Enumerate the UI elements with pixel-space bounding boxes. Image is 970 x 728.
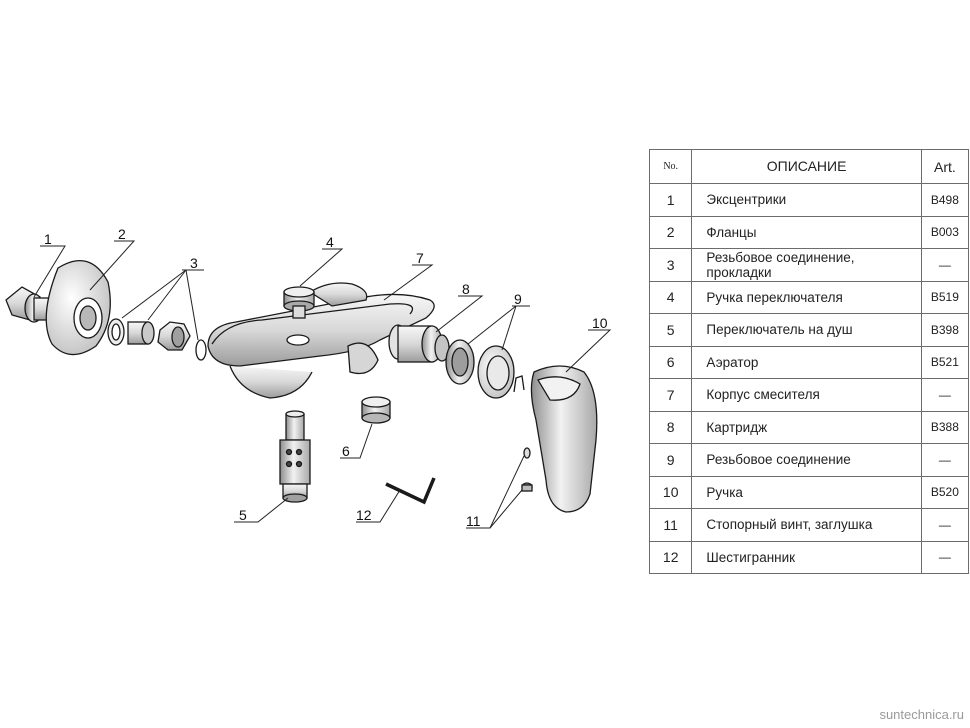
row-no: 4 (648, 280, 693, 314)
row-description: Корпус смесителя (691, 378, 922, 412)
row-art: B388 (920, 410, 970, 444)
row-no: 10 (648, 475, 693, 509)
callout-9: 9 (514, 291, 522, 307)
row-art: B398 (920, 313, 970, 347)
callout-8: 8 (462, 281, 470, 297)
callout-3: 3 (190, 255, 198, 271)
header-no: No. (648, 149, 693, 184)
callout-2: 2 (118, 226, 126, 242)
row-art: B521 (920, 345, 970, 379)
row-no: 3 (648, 248, 693, 282)
row-description: Картридж (691, 410, 922, 444)
row-description: Шестигранник (691, 540, 922, 574)
part-3-gaskets (107, 318, 207, 361)
row-no: 8 (648, 410, 693, 444)
row-no: 1 (648, 183, 693, 217)
part-6-aerator (361, 396, 391, 424)
table-header-row: No. ОПИСАНИЕ Art. (648, 149, 970, 184)
callout-6: 6 (342, 443, 350, 459)
part-12-hex-key (385, 477, 436, 505)
part-4-switch-knob (283, 286, 315, 319)
leader-lines (33, 240, 612, 529)
row-description: Переключатель на душ (691, 313, 922, 347)
watermark: suntechnica.ru (879, 707, 964, 722)
header-art: Art. (920, 149, 970, 184)
row-art: B520 (920, 475, 970, 509)
row-no: 12 (648, 540, 693, 574)
callout-7: 7 (416, 250, 424, 266)
part-9-threaded-ring (445, 339, 525, 399)
row-no: 11 (648, 508, 693, 542)
row-no: 2 (648, 215, 693, 249)
part-2-flange (45, 260, 111, 356)
row-art: — (920, 443, 970, 477)
row-description: Ручка (691, 475, 922, 509)
row-description: Фланцы (691, 215, 922, 249)
callout-5: 5 (239, 507, 247, 523)
row-art: — (920, 540, 970, 574)
row-description: Резьбовое соединение, прокладки (691, 248, 922, 282)
row-description: Ручка переключателя (691, 280, 922, 314)
row-art: B498 (920, 183, 970, 217)
row-art: — (920, 248, 970, 282)
callout-1: 1 (44, 231, 52, 247)
row-description: Эксцентрики (691, 183, 922, 217)
row-description: Стопорный винт, заглушка (691, 508, 922, 542)
exploded-diagram: 1 2 3 4 5 6 7 8 9 10 11 12 (5, 226, 612, 529)
callout-11: 11 (466, 513, 481, 529)
part-8-cartridge (388, 324, 450, 363)
callout-10: 10 (592, 315, 608, 331)
row-description: Резьбовое соединение (691, 443, 922, 477)
row-art: B003 (920, 215, 970, 249)
row-art: — (920, 508, 970, 542)
part-11-screw-plug (521, 447, 533, 492)
row-no: 6 (648, 345, 693, 379)
row-no: 5 (648, 313, 693, 347)
callout-4: 4 (326, 234, 334, 250)
callout-12: 12 (356, 507, 372, 523)
callout-labels: 1 2 3 4 5 6 7 8 9 10 11 12 (44, 226, 608, 529)
row-art: — (920, 378, 970, 412)
header-description: ОПИСАНИЕ (691, 149, 922, 184)
row-art: B519 (920, 280, 970, 314)
part-5-shower-diverter (279, 410, 311, 503)
row-no: 9 (648, 443, 693, 477)
part-10-handle (530, 365, 598, 513)
row-no: 7 (648, 378, 693, 412)
row-description: Аэратор (691, 345, 922, 379)
part-7-mixer-body (207, 282, 435, 399)
